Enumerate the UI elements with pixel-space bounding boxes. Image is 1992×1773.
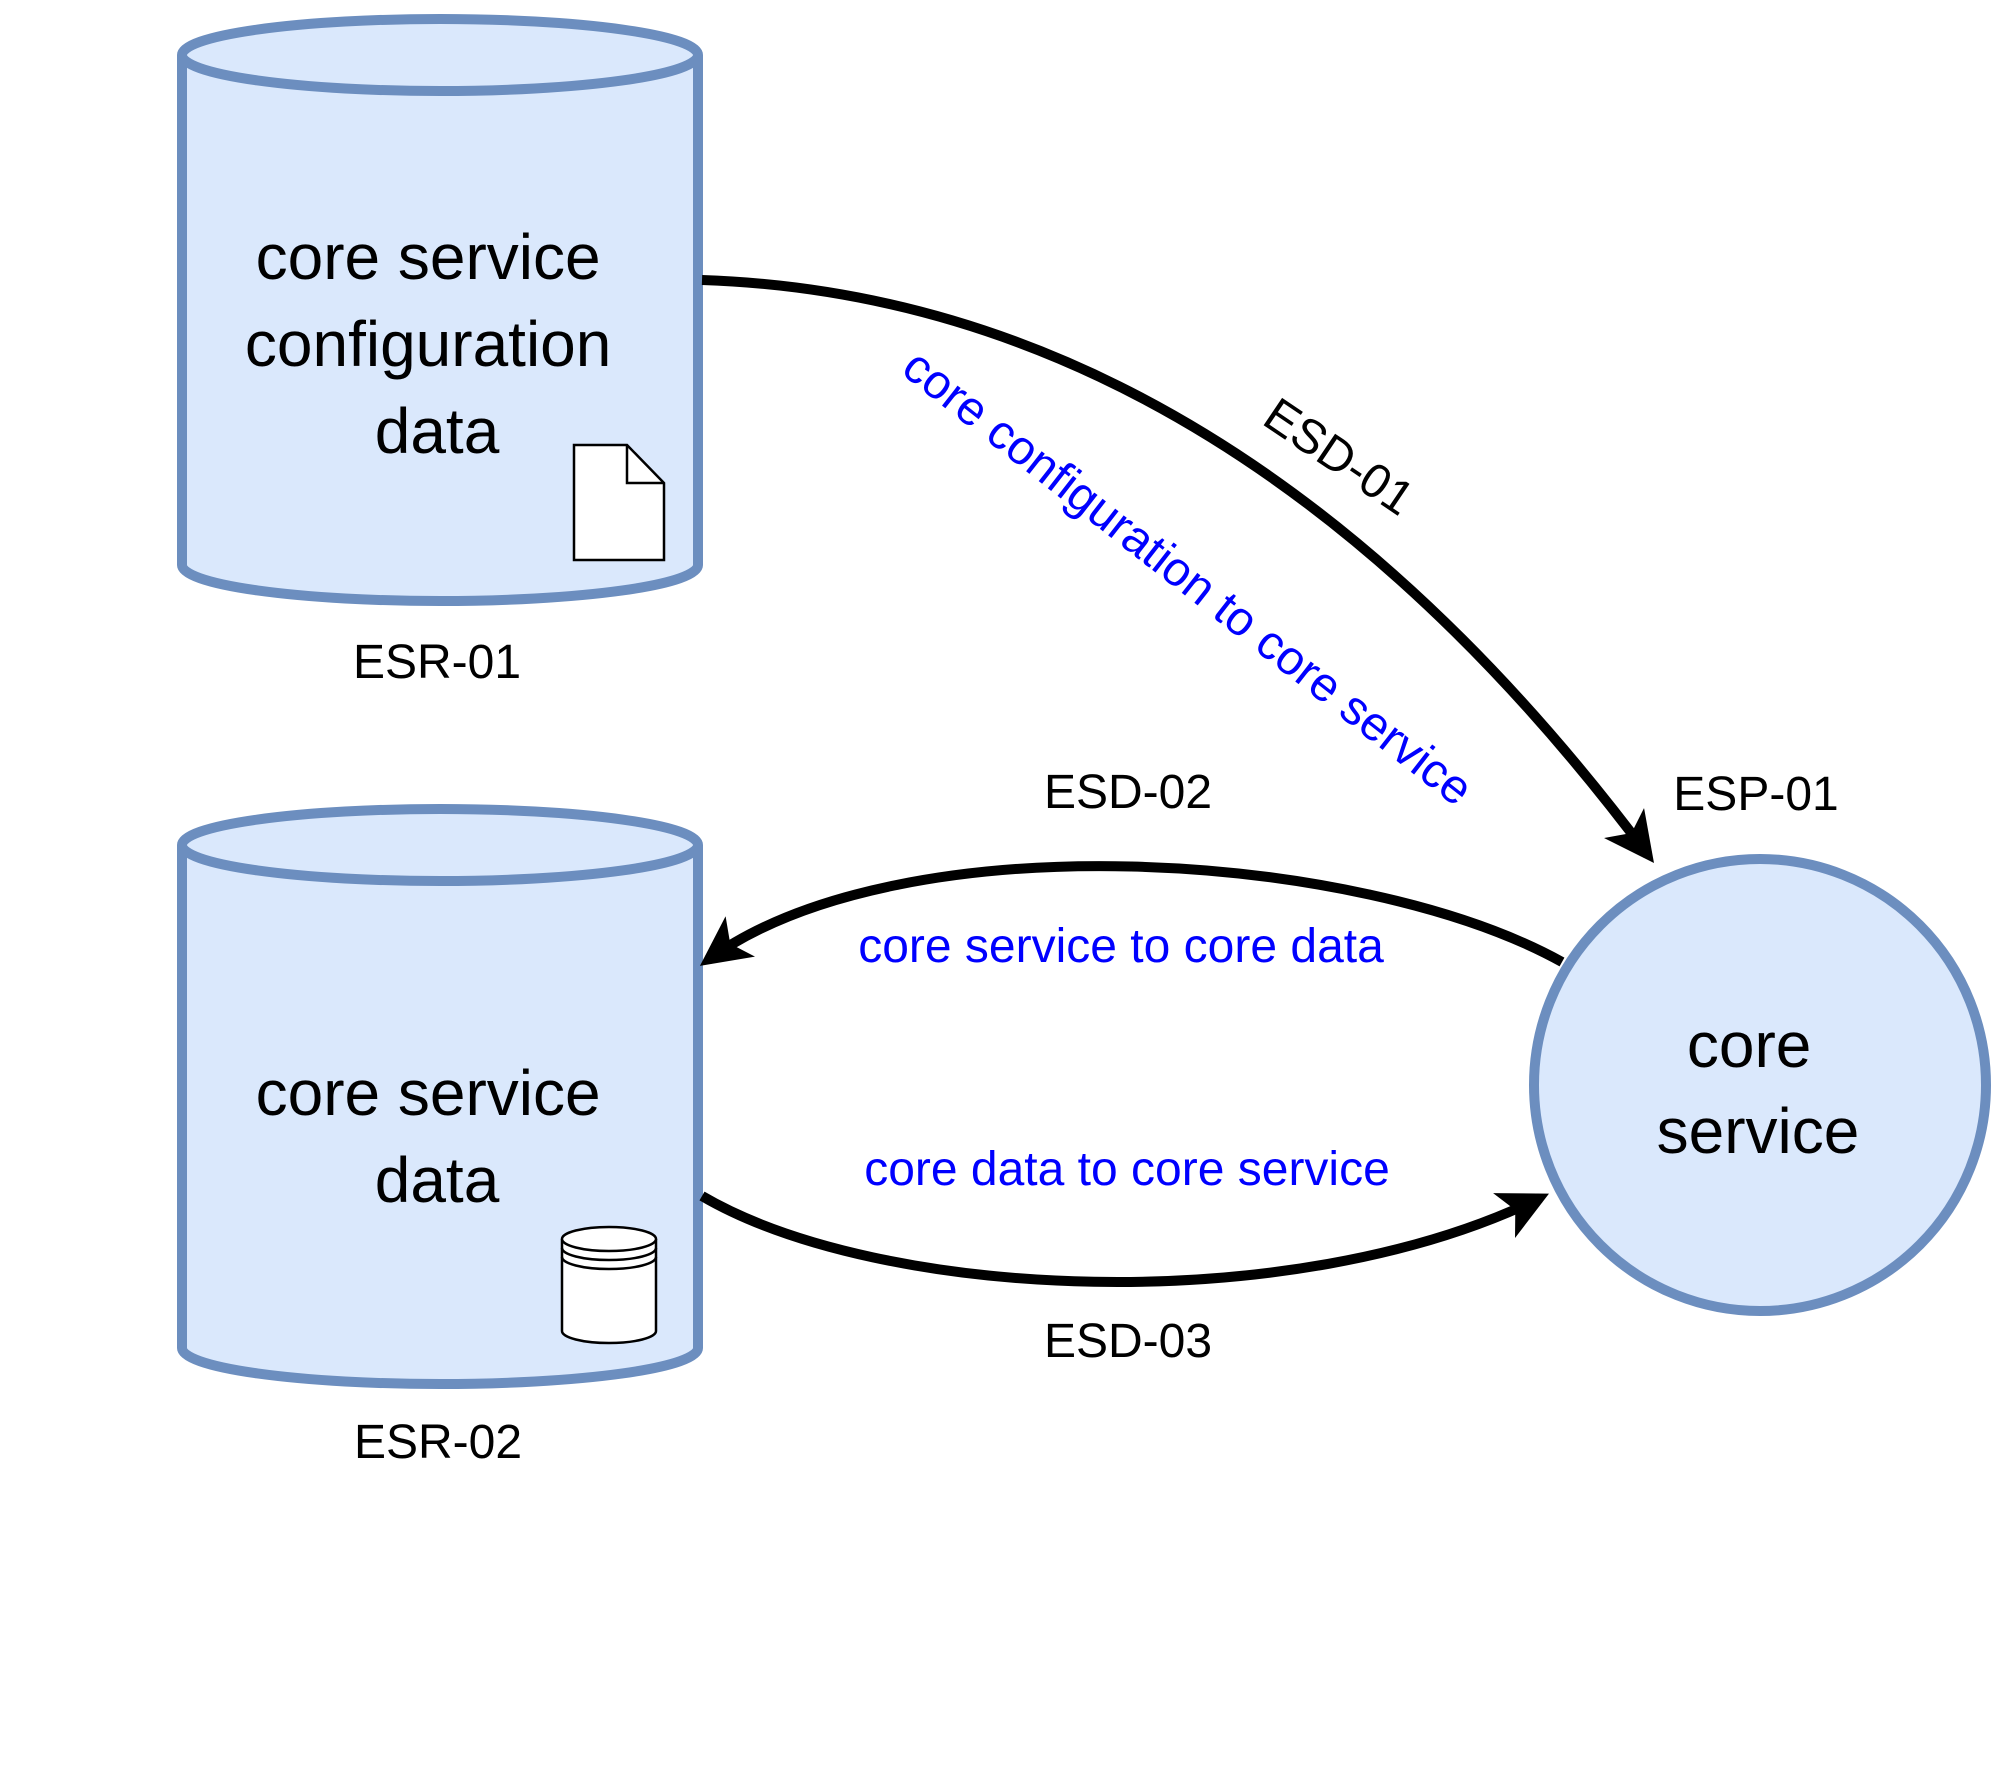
document-icon: [572, 443, 666, 562]
database-icon: [560, 1225, 658, 1345]
process-circle: [1529, 854, 1991, 1316]
config-store-id-label: ESR-01: [353, 636, 521, 689]
flow-esd-01[interactable]: [701, 275, 1654, 864]
flow-esd-03-id-label: ESD-03: [1044, 1315, 1212, 1368]
flow-esd-01-arrow: [701, 275, 1654, 864]
flow-esd-02-arrow: [699, 861, 1565, 967]
flow-esd-01-id-label: ESD-01: [1254, 388, 1423, 526]
flow-esd-02-id-label: ESD-02: [1044, 766, 1212, 819]
core-data-store[interactable]: core service data: [177, 804, 703, 1389]
flow-esd-02-description: core service to core data: [858, 920, 1384, 973]
flow-esd-03-arrow: [699, 1191, 1549, 1287]
process-id-label: ESP-01: [1673, 768, 1838, 821]
data-store-id-label: ESR-02: [354, 1416, 522, 1469]
data-store-top: [177, 804, 703, 886]
config-store-top: [177, 14, 703, 96]
flow-esd-03[interactable]: [699, 1191, 1549, 1287]
flow-esd-03-description: core data to core service: [864, 1143, 1390, 1196]
config-data-store[interactable]: core service configuration data: [177, 14, 703, 606]
config-store-body: [177, 55, 703, 606]
flow-esd-02[interactable]: [699, 861, 1565, 967]
core-service-process[interactable]: core service: [1529, 854, 1991, 1316]
process-title: core service: [1657, 1009, 1860, 1167]
config-store-title: core service configuration data: [245, 221, 629, 467]
data-store-title: core service data: [256, 1057, 619, 1216]
